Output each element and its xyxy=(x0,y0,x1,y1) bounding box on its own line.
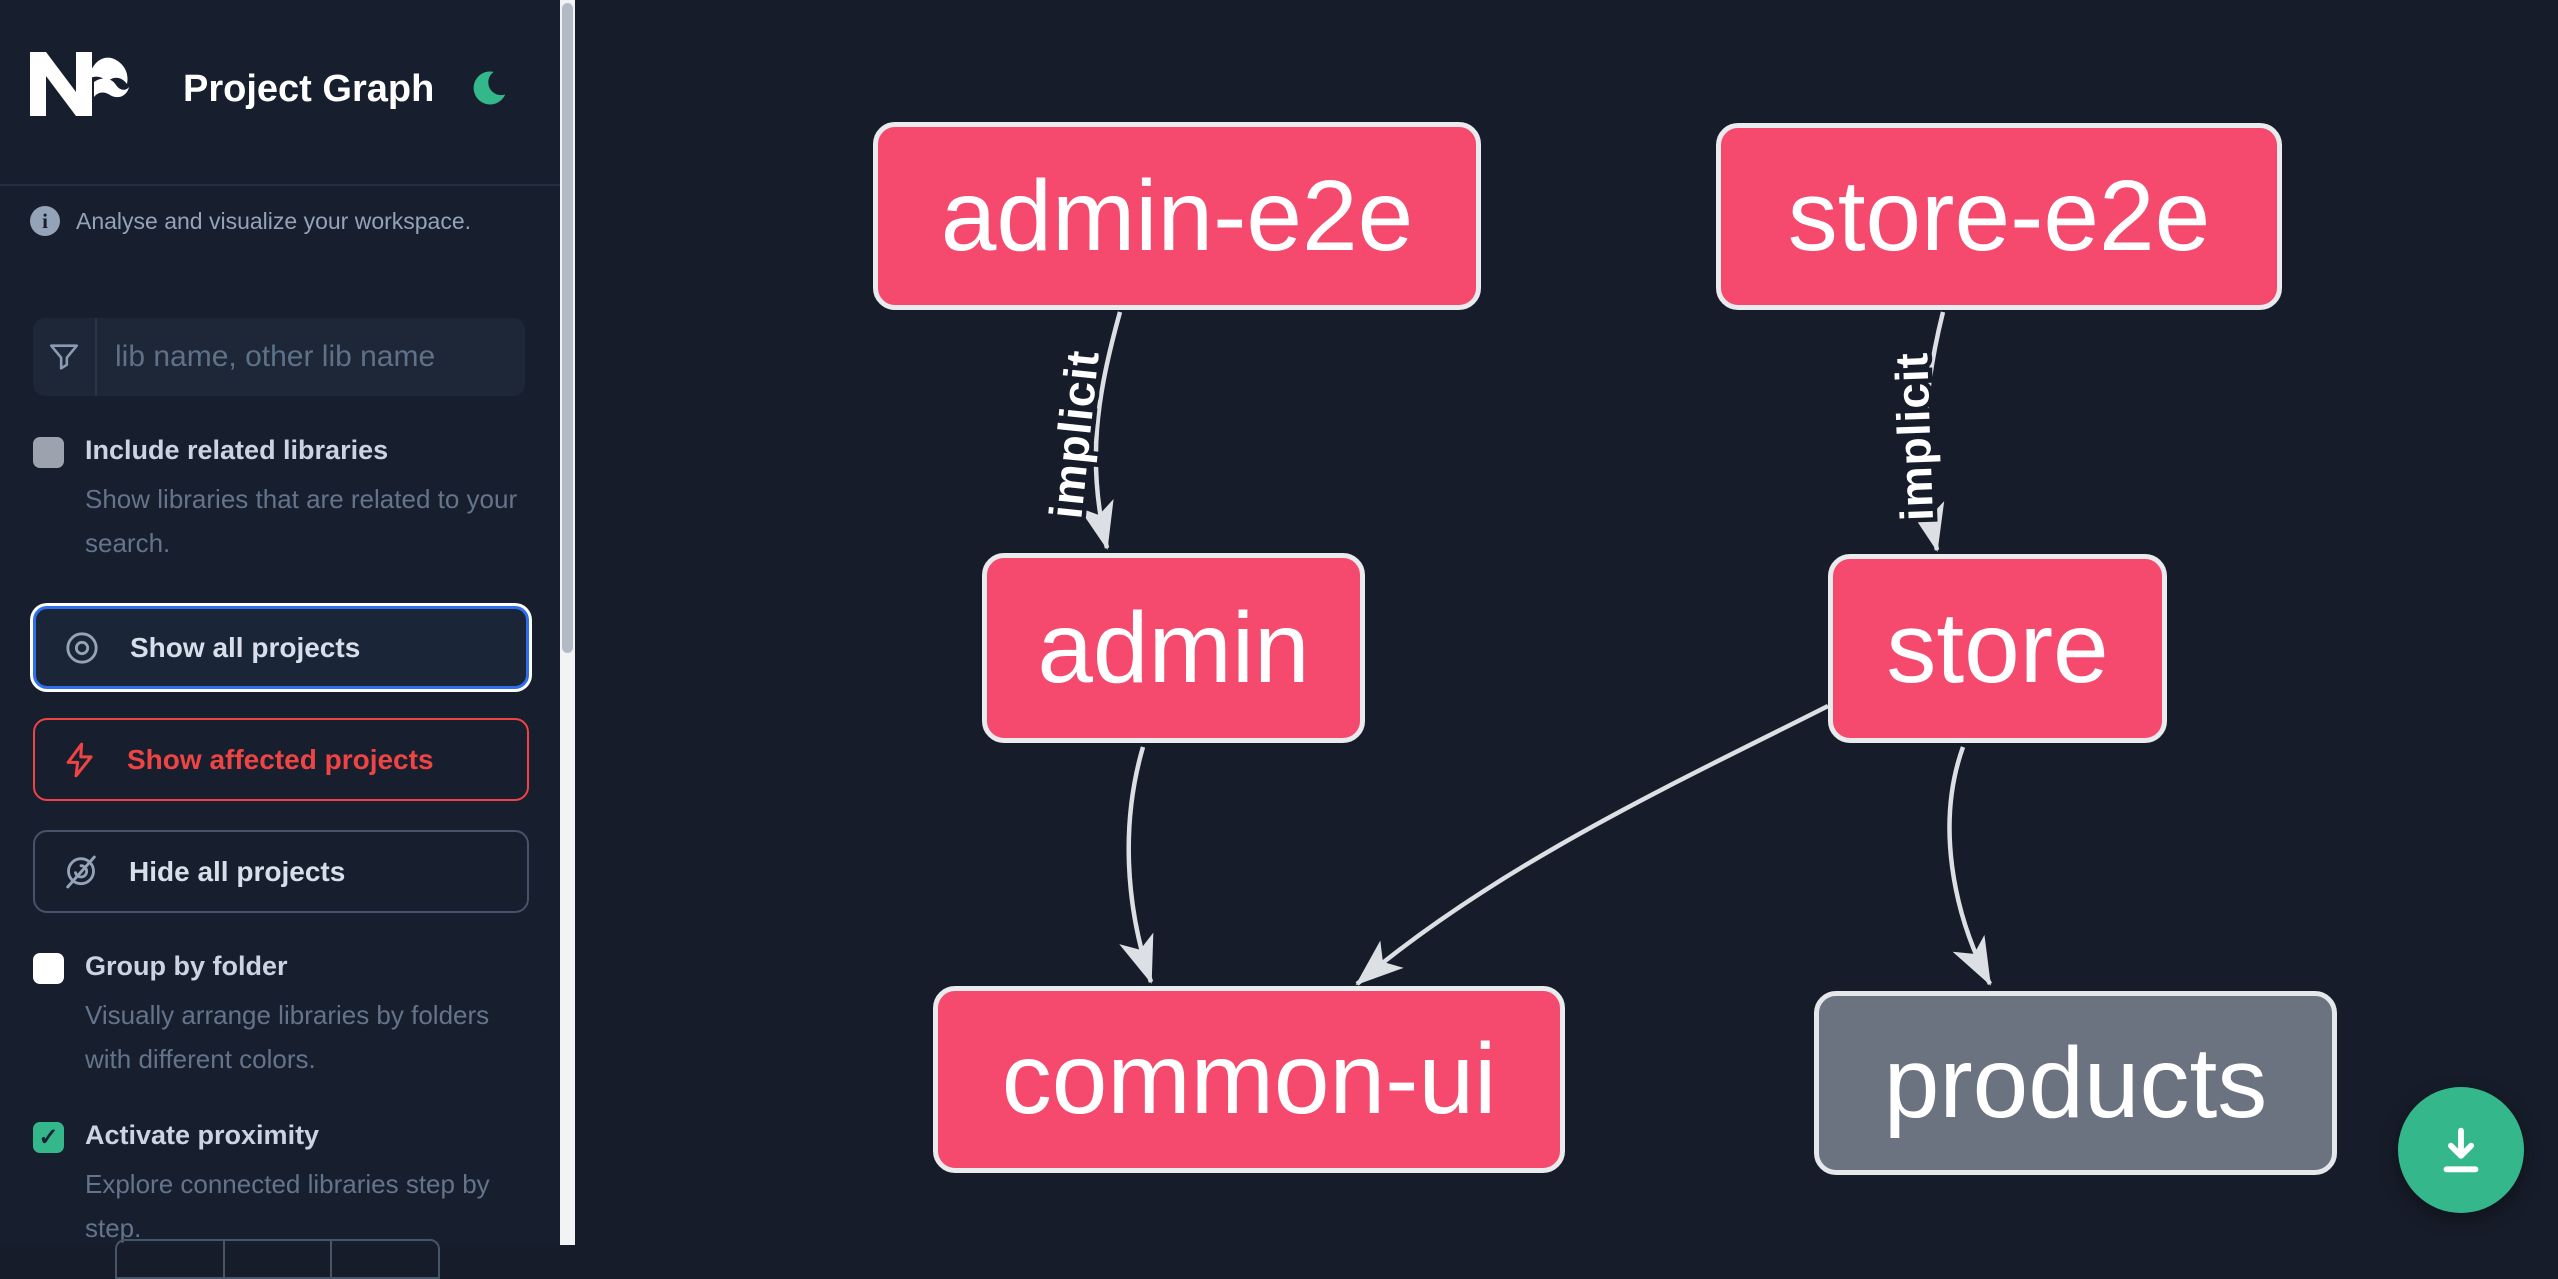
sidebar-scrollbar-thumb[interactable] xyxy=(562,3,573,653)
stepper-decrement[interactable] xyxy=(117,1241,225,1277)
edge-label-implicit-2: implicit xyxy=(1885,351,1943,522)
group-by-folder-checkbox[interactable] xyxy=(33,953,64,984)
dependency-edge-layer: implicit implicit xyxy=(1039,311,1992,986)
search-input[interactable] xyxy=(97,318,525,396)
dark-mode-toggle[interactable] xyxy=(468,66,512,110)
project-node-store-e2e[interactable]: store-e2e xyxy=(1716,123,2282,310)
node-label: products xyxy=(1883,1026,2268,1139)
project-node-products[interactable]: products xyxy=(1814,991,2337,1175)
header-divider xyxy=(0,184,560,186)
check-icon: ✓ xyxy=(38,1124,59,1151)
project-node-admin-e2e[interactable]: admin-e2e xyxy=(873,122,1481,310)
node-label: admin xyxy=(1037,591,1310,704)
edge-admin-e2e-to-admin[interactable] xyxy=(1078,311,1123,550)
project-node-common-ui[interactable]: common-ui xyxy=(933,986,1565,1173)
activate-proximity-row: ✓ Activate proximity Explore connected l… xyxy=(33,1120,513,1252)
filter-icon-cell xyxy=(33,318,97,396)
eye-off-icon xyxy=(66,855,96,888)
group-by-folder-description: Visually arrange libraries by folders wi… xyxy=(85,1000,490,1074)
workspace-tagline: Analyse and visualize your workspace. xyxy=(76,207,472,234)
proximity-depth-stepper[interactable] xyxy=(115,1239,440,1279)
include-related-label: Include related libraries xyxy=(85,435,389,465)
project-filter-box xyxy=(33,318,525,396)
download-icon xyxy=(2443,1127,2479,1173)
download-graph-button[interactable] xyxy=(2398,1087,2524,1213)
include-related-row: Include related libraries Show libraries… xyxy=(33,435,517,567)
nx-logo[interactable] xyxy=(30,52,130,116)
project-node-admin[interactable]: admin xyxy=(982,553,1365,743)
eye-icon xyxy=(66,631,98,664)
show-all-projects-label: Show all projects xyxy=(130,631,361,663)
info-icon: i xyxy=(30,206,60,236)
funnel-icon xyxy=(49,344,79,370)
hide-all-projects-label: Hide all projects xyxy=(129,855,346,887)
show-all-projects-button[interactable]: Show all projects xyxy=(33,606,529,689)
include-related-description: Show libraries that are related to your … xyxy=(85,484,518,558)
stepper-value xyxy=(225,1241,333,1277)
edge-store-to-common-ui[interactable] xyxy=(1355,703,1830,986)
sidebar: Project Graph i Analyse and visualize yo… xyxy=(0,0,560,1279)
edge-store-to-products[interactable] xyxy=(1947,746,1992,986)
edge-store-e2e-to-store[interactable] xyxy=(1909,311,1946,552)
activate-proximity-description: Explore connected libraries step by step… xyxy=(85,1169,490,1243)
node-label: admin-e2e xyxy=(940,159,1414,272)
hide-all-projects-button[interactable]: Hide all projects xyxy=(33,830,529,913)
group-by-folder-row: Group by folder Visually arrange librari… xyxy=(33,951,513,1083)
edge-admin-to-common-ui[interactable] xyxy=(1119,746,1154,984)
show-affected-projects-button[interactable]: Show affected projects xyxy=(33,718,529,801)
group-by-folder-label: Group by folder xyxy=(85,951,288,981)
node-label: store-e2e xyxy=(1787,160,2211,272)
page-title: Project Graph xyxy=(183,68,435,110)
show-affected-projects-label: Show affected projects xyxy=(127,743,434,775)
include-related-checkbox[interactable] xyxy=(33,437,64,468)
project-node-store[interactable]: store xyxy=(1828,554,2167,743)
sidebar-scrollbar-track[interactable] xyxy=(560,0,575,1245)
activate-proximity-checkbox[interactable]: ✓ xyxy=(33,1122,64,1153)
node-label: common-ui xyxy=(1001,1023,1497,1135)
node-label: store xyxy=(1886,592,2109,704)
activate-proximity-label: Activate proximity xyxy=(85,1120,320,1150)
workspace-tagline-row: i Analyse and visualize your workspace. xyxy=(30,206,471,236)
lightning-bolt-icon xyxy=(66,742,93,777)
moon-icon xyxy=(473,71,506,105)
stepper-increment[interactable] xyxy=(332,1241,438,1277)
